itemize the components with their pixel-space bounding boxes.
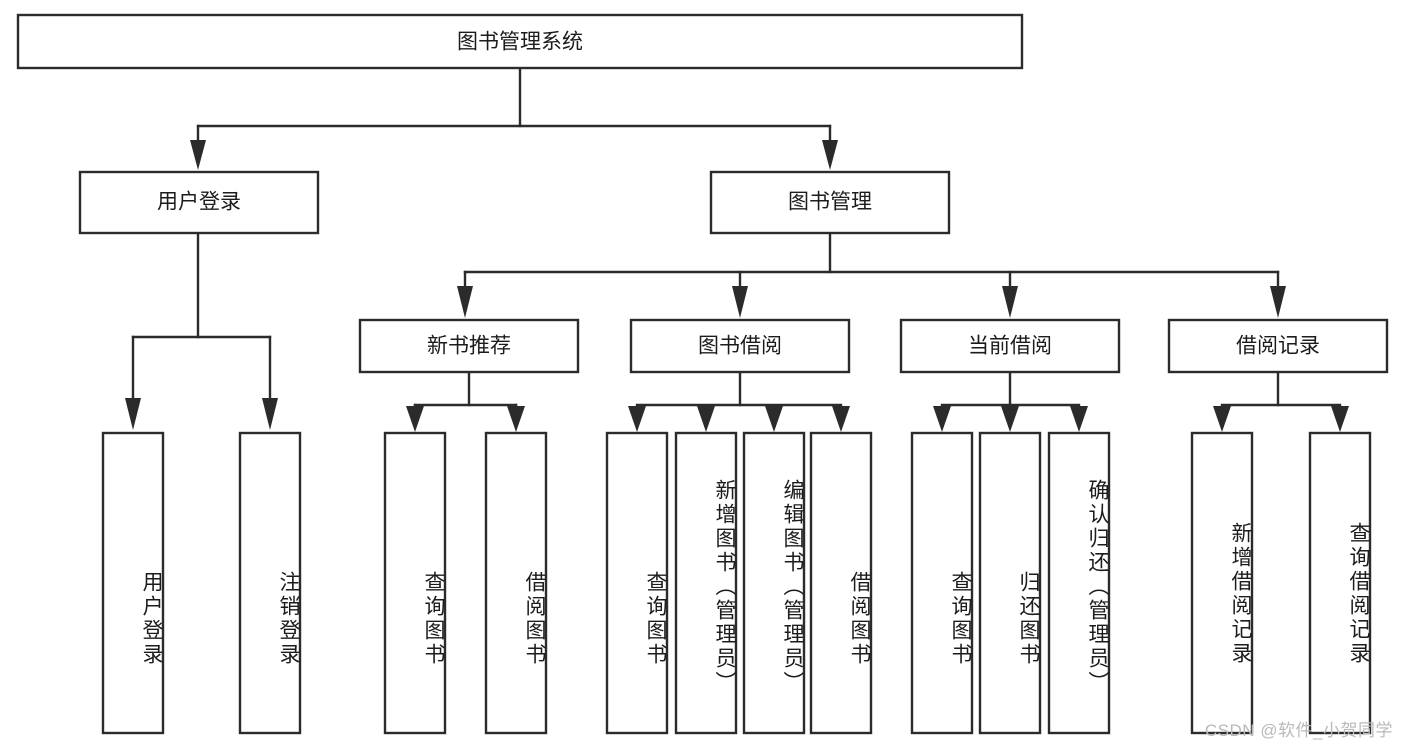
arrow-root-to-user-login — [190, 140, 206, 170]
node-leaf-borrow-book-1-box[interactable] — [484, 431, 548, 735]
csdn-watermark: CSDN @软件_小贺同学 — [1204, 721, 1393, 740]
arrow-to-leaf-add-book — [697, 406, 715, 432]
arrow-to-new-book-recommend — [457, 286, 473, 318]
arrow-to-leaf-user-login — [125, 398, 141, 430]
arrow-root-to-book-management — [822, 140, 838, 170]
node-leaf-query-book-1-box[interactable] — [383, 431, 447, 735]
arrow-to-leaf-query-record — [1331, 406, 1349, 432]
nodes-layer: 图书管理系统 用户登录 图书管理 新书推荐 图书借阅 当前借阅 借阅记录 — [16, 13, 1389, 735]
node-root-label: 图书管理系统 — [457, 31, 583, 54]
node-user-login-label: 用户登录 — [157, 191, 241, 214]
arrow-to-leaf-edit-book — [765, 406, 783, 432]
node-leaf-borrow-book-2-box[interactable] — [809, 431, 873, 735]
arrow-to-current-borrow — [1002, 286, 1018, 318]
arrow-to-leaf-borrow-book-1 — [507, 406, 525, 432]
arrow-to-borrow-record — [1270, 286, 1286, 318]
arrow-to-leaf-borrow-book-2 — [832, 406, 850, 432]
node-leaf-add-record-box[interactable] — [1190, 431, 1254, 735]
node-leaf-user-login-box[interactable] — [101, 431, 165, 735]
edges-layer — [125, 66, 1349, 432]
node-leaf-add-book-box[interactable] — [674, 431, 738, 735]
node-leaf-logout-login-box[interactable] — [238, 431, 302, 735]
node-current-borrow-box[interactable] — [899, 318, 1121, 374]
node-borrow-record-label: 借阅记录 — [1236, 335, 1320, 358]
node-leaf-return-book-box[interactable] — [978, 431, 1042, 735]
arrow-to-leaf-query-book-1 — [406, 406, 424, 432]
arrow-to-leaf-add-record — [1213, 406, 1231, 432]
node-new-book-recommend-box[interactable] — [358, 318, 580, 374]
node-book-borrow-label: 图书借阅 — [698, 335, 782, 358]
arrow-to-leaf-confirm-return — [1070, 406, 1088, 432]
node-leaf-query-book-2-box[interactable] — [605, 431, 669, 735]
node-leaf-query-book-3-box[interactable] — [910, 431, 974, 735]
node-book-management-box[interactable] — [709, 170, 951, 235]
node-root-box[interactable] — [16, 13, 1024, 70]
node-user-login-box[interactable] — [78, 170, 320, 235]
arrow-to-leaf-query-book-3 — [933, 406, 951, 432]
node-leaf-confirm-return-box[interactable] — [1047, 431, 1111, 735]
arrow-to-leaf-return-book — [1001, 406, 1019, 432]
node-leaf-query-record-box[interactable] — [1308, 431, 1372, 735]
arrow-to-leaf-query-book-2 — [628, 406, 646, 432]
arrow-to-leaf-logout-login — [262, 398, 278, 430]
arrow-to-book-borrow — [732, 286, 748, 318]
node-new-book-recommend-label: 新书推荐 — [427, 335, 511, 358]
node-borrow-record-box[interactable] — [1167, 318, 1389, 374]
node-book-borrow-box[interactable] — [629, 318, 851, 374]
node-leaf-edit-book-box[interactable] — [742, 431, 806, 735]
node-book-management-label: 图书管理 — [788, 191, 872, 214]
node-current-borrow-label: 当前借阅 — [968, 335, 1052, 358]
